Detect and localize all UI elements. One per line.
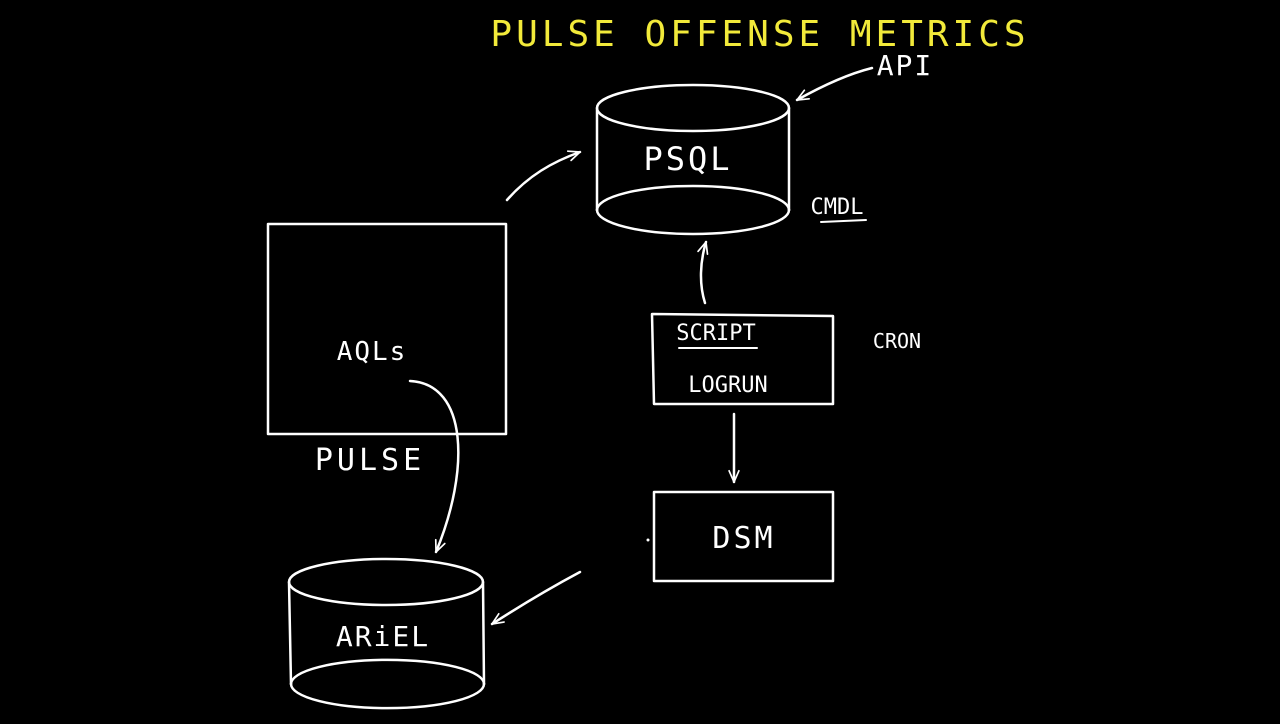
ariel-label: ARiEL [336, 620, 430, 653]
dsm-box: DSM [646, 490, 835, 583]
dsm-label: DSM [712, 521, 775, 556]
script-box: SCRIPT LOGRUN [650, 312, 835, 406]
pulse-to-psql-arrow [505, 150, 582, 202]
psql-label: PSQL [643, 140, 732, 178]
api-label: API [877, 49, 934, 82]
dsm-to-ariel-arrow [490, 570, 582, 626]
cmdl-label: CMDL [811, 195, 864, 220]
aqls-label: AQLs [337, 337, 408, 367]
psql-database: PSQL [595, 83, 791, 236]
logrun-label: LOGRUN [688, 373, 767, 398]
cmdl-annotation: CMDL [811, 195, 867, 223]
aqls-to-ariel-arrow [408, 379, 460, 554]
api-arrow [795, 66, 874, 102]
diagram-title: PULSE OFFENSE METRICS [490, 14, 1029, 55]
script-label: SCRIPT [676, 321, 755, 346]
pulse-label: PULSE [315, 443, 425, 478]
ariel-database: ARiEL [287, 557, 486, 710]
pulse-box: AQLs [266, 222, 508, 436]
cron-label: CRON [873, 329, 921, 353]
script-to-psql-arrow [697, 240, 709, 305]
